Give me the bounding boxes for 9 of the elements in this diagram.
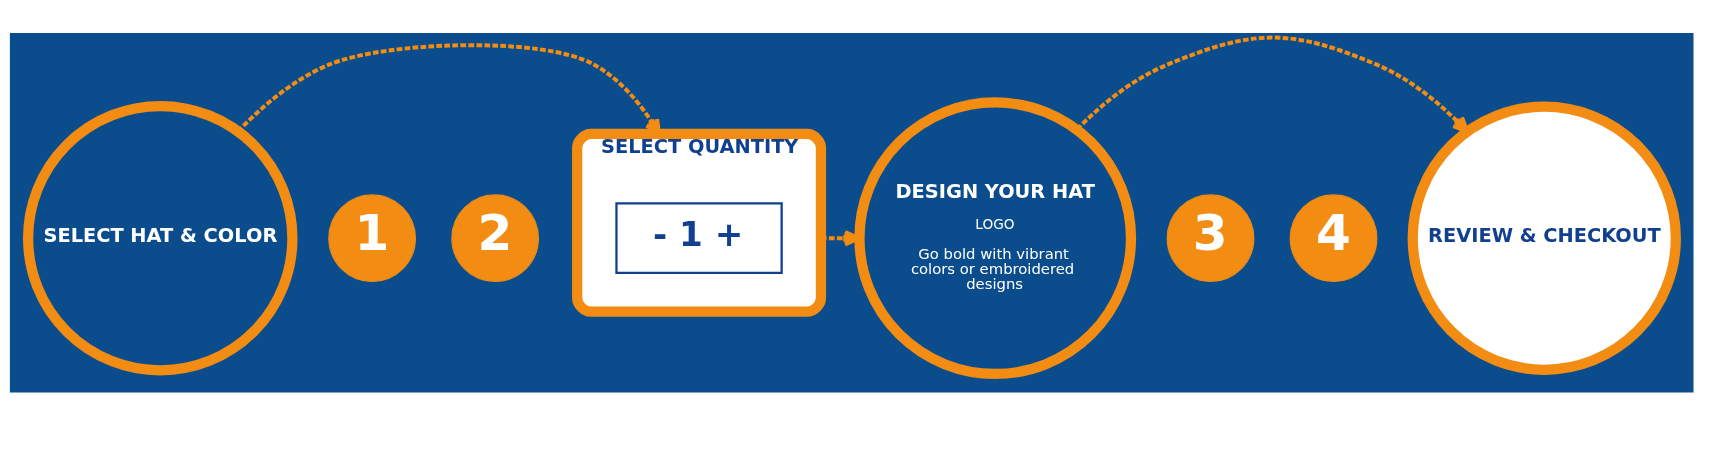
- arrow: [1075, 35, 1470, 134]
- node-circle: 3: [1166, 194, 1255, 283]
- node-circle: DESIGN YOUR HAT LOGO Go bold with vibrant colors or embroidered designs: [854, 97, 1137, 380]
- node-circle: REVIEW & CHECKOUT: [1407, 101, 1681, 375]
- node-circle: SELECT HAT & COLOR: [23, 100, 298, 376]
- node-circle: 4: [1289, 194, 1378, 283]
- node-box: - 1 +: [615, 202, 783, 275]
- node-circle: 1: [328, 194, 416, 283]
- node-circle: 2: [451, 194, 539, 283]
